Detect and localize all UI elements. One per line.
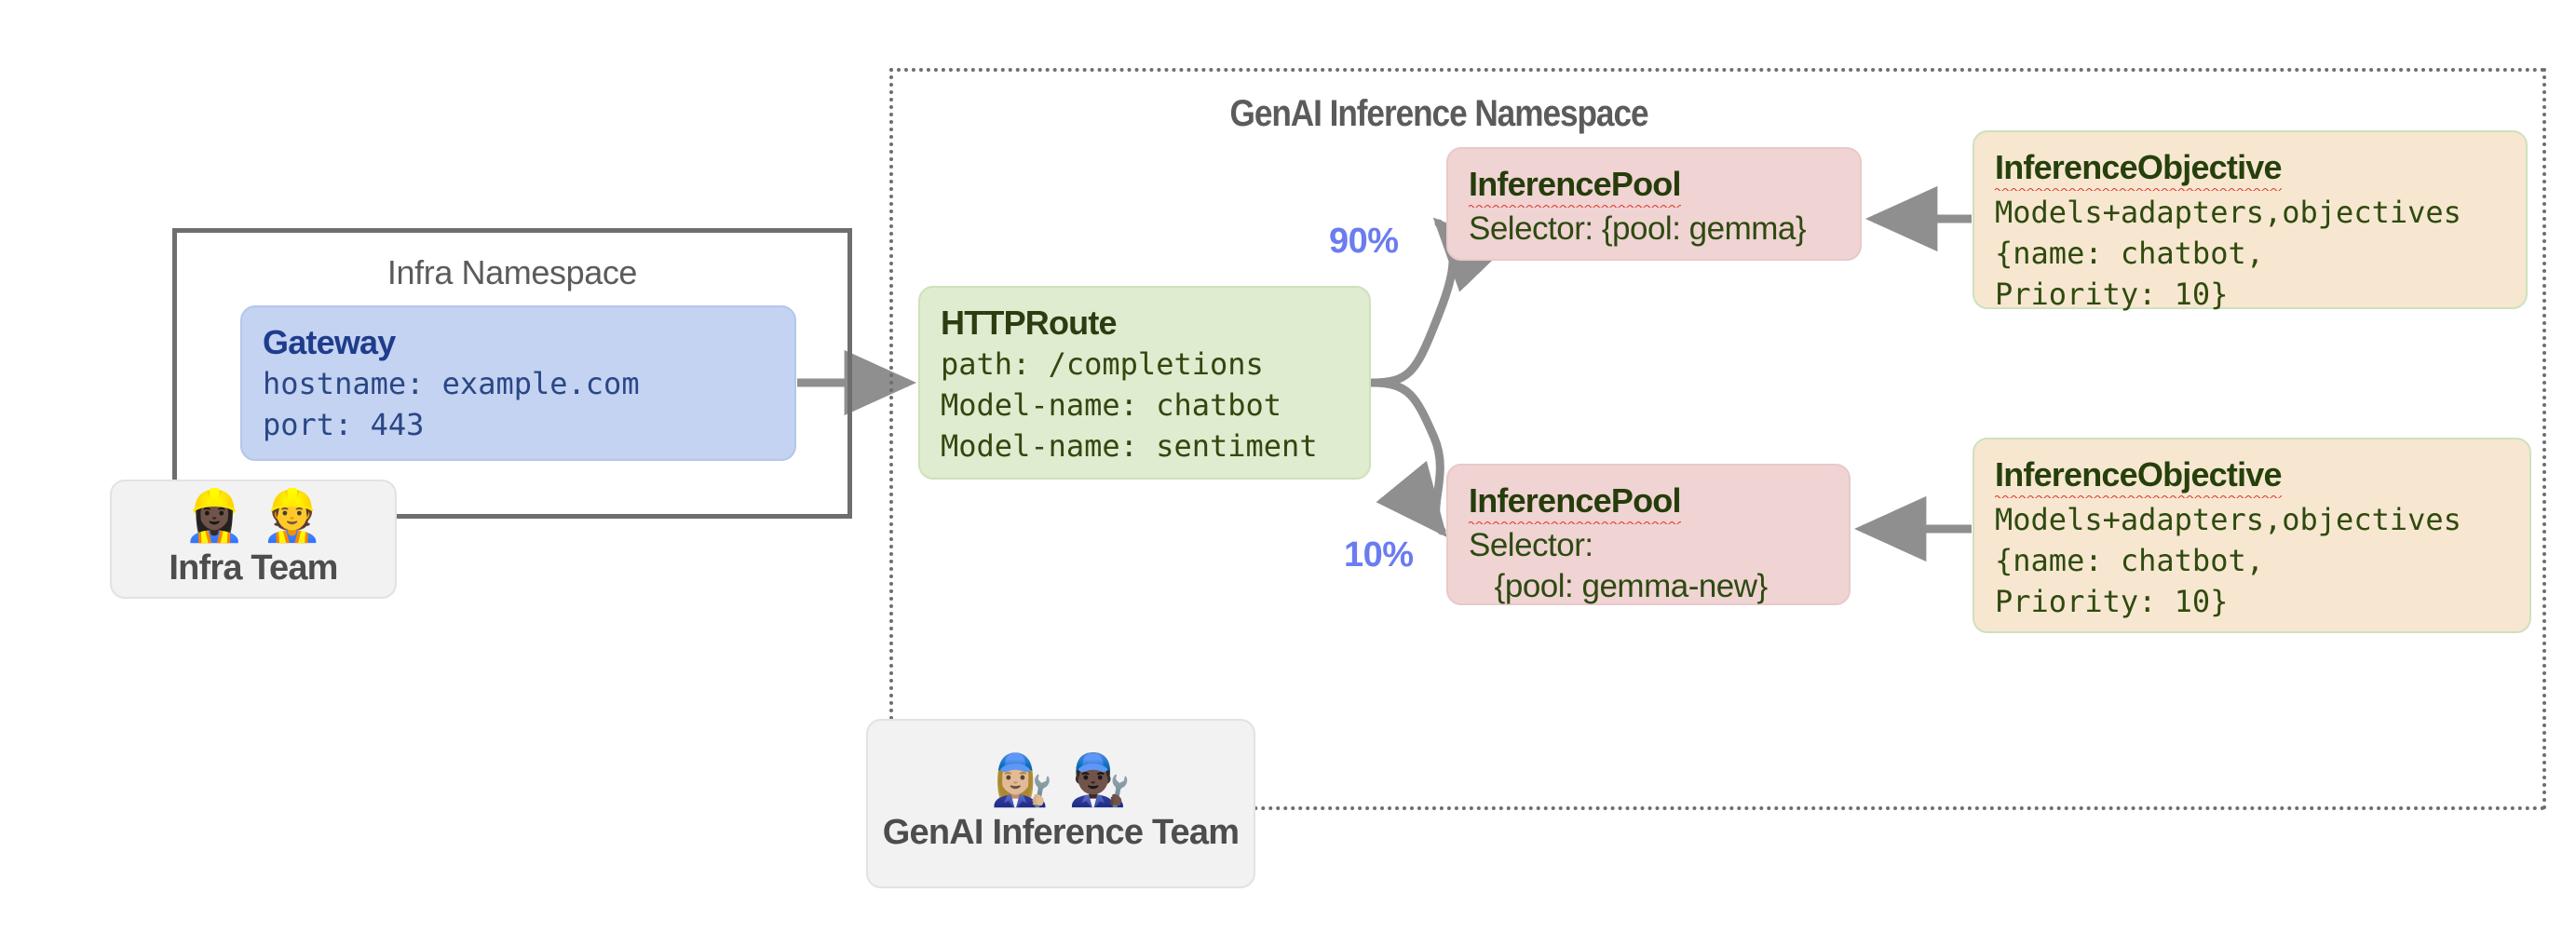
- inferenceobjective-bottom-node[interactable]: InferenceObjective Models+adapters,objec…: [1973, 438, 2531, 633]
- inferencepool-gemma-new-node[interactable]: InferencePool Selector: {pool: gemma-new…: [1446, 464, 1851, 605]
- gateway-title: Gateway: [263, 323, 396, 361]
- gateway-port: port: 443: [263, 407, 425, 443]
- infra-team-card[interactable]: 👷🏿‍♀️👷 Infra Team: [110, 480, 397, 599]
- genai-namespace-boundary: [889, 68, 2546, 810]
- inferencepool-gemma-new-selector: Selector:: [1469, 526, 1593, 563]
- infra-namespace-boundary: Infra Namespace: [172, 228, 852, 519]
- httproute-path: path: /completions: [941, 345, 1264, 382]
- inferenceobjective-top-name: {name: chatbot,: [1995, 236, 2264, 272]
- traffic-weight-90: 90%: [1329, 222, 1399, 261]
- inferenceobjective-bottom-priority: Priority: 10}: [1995, 584, 2229, 620]
- inferenceobjective-bottom-title: InferenceObjective: [1995, 454, 2509, 499]
- httproute-node[interactable]: HTTPRoute path: /completions Model-name:…: [918, 286, 1371, 480]
- spellcheck-underline-text: InferenceObjective: [1995, 454, 2283, 499]
- httproute-model-name-sentiment: Model-name: sentiment: [941, 428, 1318, 465]
- genai-inference-team-label: GenAI Inference Team: [882, 812, 1240, 852]
- spellcheck-underline-text: InferencePool: [1469, 480, 1681, 525]
- inferenceobjective-top-node[interactable]: InferenceObjective Models+adapters,objec…: [1973, 130, 2528, 312]
- infra-team-label: Infra Team: [169, 548, 338, 588]
- inferenceobjective-bottom-models: Models+adapters,objectives: [1995, 501, 2461, 537]
- inferencepool-gemma-title: InferencePool: [1469, 164, 1839, 209]
- genai-inference-team-card[interactable]: 👩🏼‍🔧👨🏿‍🔧 GenAI Inference Team: [866, 719, 1255, 888]
- inferenceobjective-bottom-name: {name: chatbot,: [1995, 543, 2264, 579]
- spellcheck-underline-text: InferencePool: [1469, 164, 1681, 209]
- inferencepool-gemma-selector: Selector: {pool: gemma}: [1469, 210, 1807, 247]
- infra-namespace-title: Infra Namespace: [386, 253, 638, 291]
- traffic-weight-10: 10%: [1344, 535, 1414, 575]
- inferencepool-gemma-new-selector-value: {pool: gemma-new}: [1469, 567, 1769, 604]
- spellcheck-underline-text: InferenceObjective: [1995, 147, 2283, 192]
- inferenceobjective-top-models: Models+adapters,objectives: [1995, 194, 2461, 230]
- construction-workers-icon: 👷🏿‍♀️👷: [183, 487, 339, 544]
- httproute-title: HTTPRoute: [941, 304, 1118, 342]
- inferenceobjective-top-title: InferenceObjective: [1995, 147, 2505, 192]
- inferenceobjective-top-priority: Priority: 10}: [1995, 277, 2229, 313]
- gateway-hostname: hostname: example.com: [263, 365, 640, 401]
- mechanics-icon: 👩🏼‍🔧👨🏿‍🔧: [990, 751, 1146, 808]
- httproute-model-name-chatbot: Model-name: chatbot: [941, 387, 1282, 424]
- inferencepool-gemma-node[interactable]: InferencePool Selector: {pool: gemma}: [1446, 147, 1862, 261]
- genai-namespace-title: GenAI Inference Namespace: [1229, 93, 1648, 134]
- inferencepool-gemma-new-title: InferencePool: [1469, 480, 1828, 525]
- gateway-node[interactable]: Gateway hostname: example.com port: 443: [240, 305, 796, 461]
